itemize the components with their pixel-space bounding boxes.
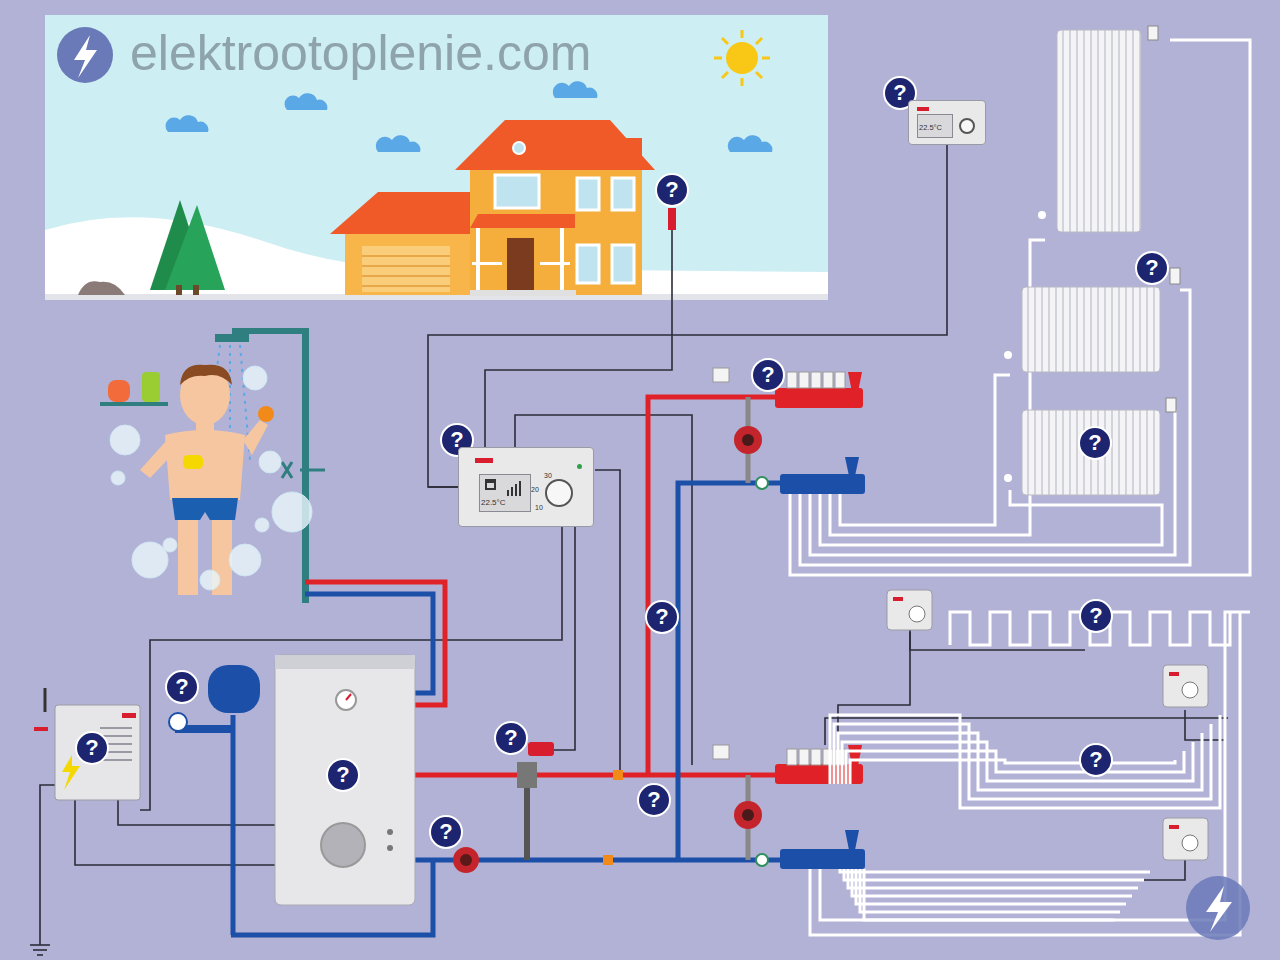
callout-circle: ?	[494, 721, 528, 755]
callout-mark: ?	[504, 727, 517, 749]
callout-mark: ?	[439, 821, 452, 843]
floor-pipe	[840, 869, 1150, 872]
valve-cap	[787, 372, 797, 388]
house-icon	[485, 479, 496, 490]
floor-pipe	[850, 760, 1175, 784]
callout-mark: ?	[655, 606, 668, 628]
status-led	[475, 458, 493, 463]
callout-mark: ?	[893, 82, 906, 104]
floor-pipe	[838, 733, 1202, 790]
valve-cap	[823, 372, 833, 388]
callout-mark: ?	[1145, 257, 1158, 279]
callout-mark: ?	[647, 789, 660, 811]
callout-circle: ?	[645, 600, 679, 634]
valve-cap	[787, 749, 797, 765]
callout-mark: ?	[761, 364, 774, 386]
callout-mark: ?	[85, 737, 98, 759]
callout-circle: ?	[751, 358, 785, 392]
site-watermark: elektrootoplenie.com	[130, 24, 591, 82]
dial-scale-number: 20	[531, 486, 539, 493]
callout-mark: ?	[665, 179, 678, 201]
signal-wire	[428, 145, 947, 487]
callout-circle: ?	[429, 815, 463, 849]
dial-scale-number: 30	[544, 472, 552, 479]
callout-mark: ?	[336, 764, 349, 786]
callout-circle: ?	[1079, 743, 1113, 777]
callout-mark: ?	[1089, 605, 1102, 627]
floor-pipe	[830, 715, 1220, 808]
callout-circle: ?	[165, 670, 199, 704]
floor-pipe	[834, 724, 1211, 799]
callout-mark: ?	[175, 676, 188, 698]
callout-mark: ?	[1089, 749, 1102, 771]
callout-circle: ?	[326, 758, 360, 792]
temperature-reading: 22.5°C	[481, 498, 506, 507]
floor-pipe	[860, 869, 1120, 912]
power-led	[577, 464, 582, 469]
callout-circle: ?	[637, 783, 671, 817]
valve-cap	[811, 749, 821, 765]
floor-pipe	[844, 869, 1144, 880]
valve-cap	[799, 749, 809, 765]
floor-pipe	[848, 869, 1138, 888]
floor-pipe	[852, 869, 1132, 896]
floor-pipe	[820, 612, 1250, 920]
bar-graph	[515, 484, 517, 496]
heating-controller: 22.5°C 30 20 10	[458, 447, 594, 527]
floor-pipe	[842, 742, 1193, 784]
valve-cap	[799, 372, 809, 388]
valve-cap	[811, 372, 821, 388]
floor-pipe	[810, 612, 1240, 935]
floor-pipe	[864, 869, 1114, 920]
floor-pipe	[856, 869, 1126, 904]
floor-pipe	[846, 751, 1184, 784]
callout-circle: ?	[1079, 599, 1113, 633]
control-dial	[959, 118, 975, 134]
callout-circle: ?	[1135, 251, 1169, 285]
callout-circle: ?	[75, 731, 109, 765]
dial-scale-number: 10	[535, 504, 543, 511]
callout-mark: ?	[1088, 432, 1101, 454]
room-thermostat: 22.5°C	[908, 100, 986, 145]
callout-circle: ?	[1078, 426, 1112, 460]
bar-graph	[519, 481, 521, 496]
valve-cap	[835, 372, 845, 388]
callout-circle: ?	[655, 173, 689, 207]
temperature-reading: 22.5°C	[919, 123, 942, 132]
status-led	[917, 107, 929, 111]
bar-graph	[511, 487, 513, 496]
bar-graph	[507, 490, 509, 496]
control-dial	[545, 479, 573, 507]
